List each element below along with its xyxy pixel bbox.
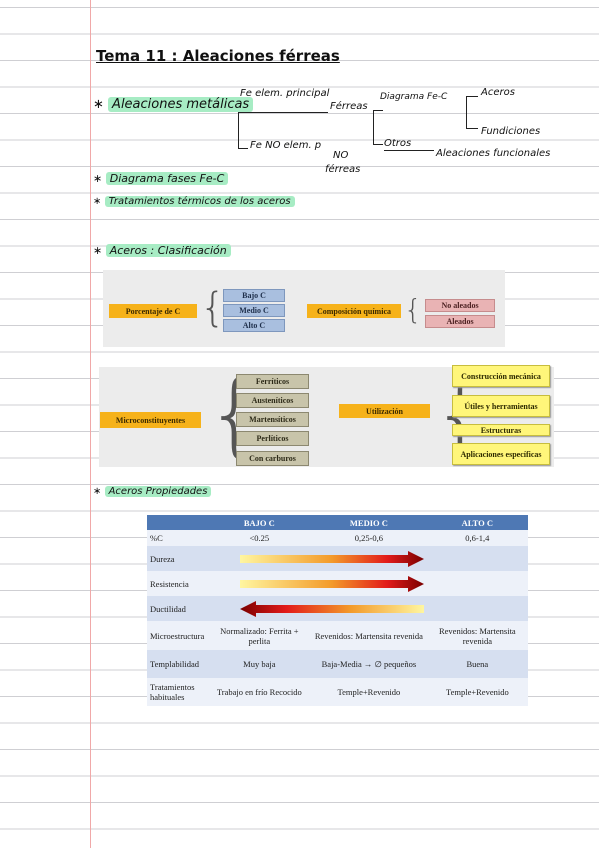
table-row: Microestructura Normalizado: Ferrita + p… xyxy=(147,621,529,650)
clasificacion-label: Aceros : Clasificación xyxy=(105,244,231,257)
table-cell: Muy baja xyxy=(207,650,312,678)
bullet-clasificacion: ∗ Aceros : Clasificación xyxy=(93,244,231,257)
resistencia-arrow-cell xyxy=(207,571,529,596)
table-row: Templabilidad Muy baja Baja-Media → ∅ pe… xyxy=(147,650,529,678)
bullet-star-icon: ∗ xyxy=(93,172,103,185)
alto-c-box: Alto C xyxy=(223,319,285,332)
bullet-propiedades: ∗ Aceros Propiedades xyxy=(93,486,212,497)
arrow-right-icon xyxy=(240,575,425,592)
table-cell: Revenidos: Martensita revenida xyxy=(426,621,529,650)
table-cell: <0.25 xyxy=(207,530,312,546)
micro-item-4: Con carburos xyxy=(236,451,309,466)
diagrama-label: Diagrama fases Fe-C xyxy=(105,172,229,185)
table-cell: Templabilidad xyxy=(147,650,208,678)
table-cell: Temple+Revenido xyxy=(311,678,427,706)
table-row: Ductilidad xyxy=(147,596,529,621)
table-row: Tratamientos habituales Trabajo en frío … xyxy=(147,678,529,706)
bullet-star-icon: ∗ xyxy=(93,486,102,497)
tree-diagrama-bottom xyxy=(466,128,478,129)
tree-fe-principal: Fe elem. principal xyxy=(240,88,330,99)
micro-item-0: Ferríticos xyxy=(236,374,309,389)
tree-ferreas-bottom xyxy=(373,144,383,145)
table-cell: Resistencia xyxy=(147,571,208,596)
properties-table: BAJO C MEDIO C ALTO C %C <0.25 0,25-0,6 … xyxy=(147,515,529,706)
micro-item-3: Perlíticos xyxy=(236,431,309,446)
table-cell: Trabajo en frío Recocido xyxy=(207,678,312,706)
table-header-cell: BAJO C xyxy=(207,515,312,530)
bullet-tratamientos: ∗ Tratamientos térmicos de los aceros xyxy=(93,196,295,207)
table-cell: Ductilidad xyxy=(147,596,208,621)
medio-c-box: Medio C xyxy=(223,304,285,317)
tree-no-ferreas-2: férreas xyxy=(325,164,361,175)
table-cell: Temple+Revenido xyxy=(426,678,529,706)
uso-2: Estructuras xyxy=(452,424,550,436)
dureza-arrow-cell xyxy=(207,546,529,571)
table-cell: 0,25-0,6 xyxy=(311,530,427,546)
tree-diagrama-vertical xyxy=(466,96,467,128)
table-row: Dureza xyxy=(147,546,529,571)
tree-branch-bottom xyxy=(238,148,248,149)
bullet-diagrama: ∗ Diagrama fases Fe-C xyxy=(93,172,229,185)
tree-fe-no: Fe NO elem. p xyxy=(250,140,322,151)
bullet-star-icon: ∗ xyxy=(93,97,104,112)
tree-branch-top xyxy=(238,112,328,113)
margin-line xyxy=(90,0,91,848)
tree-ferreas-vertical xyxy=(373,110,374,144)
brace-icon: { xyxy=(200,285,226,331)
table-header-cell: ALTO C xyxy=(426,515,529,530)
tratamientos-label: Tratamientos térmicos de los aceros xyxy=(104,196,295,207)
tree-aceros: Aceros xyxy=(481,87,515,98)
table-row: %C <0.25 0,25-0,6 0,6-1,4 xyxy=(147,530,529,546)
propiedades-label: Aceros Propiedades xyxy=(104,486,212,497)
tree-diagrama-top xyxy=(466,96,478,97)
ductilidad-arrow-cell xyxy=(207,596,529,621)
uso-1: Útiles y herramientas xyxy=(452,395,550,417)
uso-3: Aplicaciones específicas xyxy=(452,443,550,465)
bajo-c-box: Bajo C xyxy=(223,289,285,302)
tree-funcionales: Aleaciones funcionales xyxy=(436,148,551,159)
bullet-star-icon: ∗ xyxy=(93,244,103,257)
table-header-cell: MEDIO C xyxy=(311,515,427,530)
bullet-aleaciones: ∗ Aleaciones metálicas xyxy=(93,97,254,112)
table-header-cell xyxy=(147,515,208,530)
brace-icon: { xyxy=(404,293,422,326)
table-cell: Tratamientos habituales xyxy=(147,678,208,706)
table-cell: Baja-Media → ∅ pequeños xyxy=(311,650,427,678)
tree-otros: Otros xyxy=(384,138,412,149)
tree-ferreas-top xyxy=(373,110,383,111)
bullet-star-icon: ∗ xyxy=(93,196,102,207)
micro-item-1: Austeníticos xyxy=(236,393,309,408)
table-cell: 0,6-1,4 xyxy=(426,530,529,546)
arrow-right-icon xyxy=(240,550,425,567)
utilizacion-box: Utilización xyxy=(339,404,430,418)
tree-no-ferreas-1: NO xyxy=(333,150,349,161)
table-header-row: BAJO C MEDIO C ALTO C xyxy=(147,515,529,530)
porcentaje-box: Porcentaje de C xyxy=(109,304,197,318)
uso-0: Construcción mecánica xyxy=(452,365,550,387)
tree-otros-line xyxy=(384,150,434,151)
page-title: Tema 11 : Aleaciones férreas xyxy=(96,47,340,65)
aleaciones-label: Aleaciones metálicas xyxy=(108,97,254,112)
tree-branch-vertical xyxy=(238,112,239,148)
table-row: Resistencia xyxy=(147,571,529,596)
tree-diagrama-fec: Diagrama Fe-C xyxy=(380,92,448,102)
composicion-box: Composición química xyxy=(307,304,401,318)
table-cell: Normalizado: Ferrita + perlita xyxy=(207,621,312,650)
table-cell: Buena xyxy=(426,650,529,678)
tree-ferreas: Férreas xyxy=(330,101,368,112)
no-aleados-box: No aleados xyxy=(425,299,495,312)
table-cell: Microestructura xyxy=(147,621,208,650)
aleados-box: Aleados xyxy=(425,315,495,328)
arrow-left-icon xyxy=(240,600,425,617)
micro-box: Microconstituyentes xyxy=(100,412,201,428)
table-cell: %C xyxy=(147,530,208,546)
micro-item-2: Martensíticos xyxy=(236,412,309,427)
table-cell: Dureza xyxy=(147,546,208,571)
tree-fundiciones: Fundiciones xyxy=(481,126,541,137)
table-cell: Revenidos: Martensita revenida xyxy=(311,621,427,650)
